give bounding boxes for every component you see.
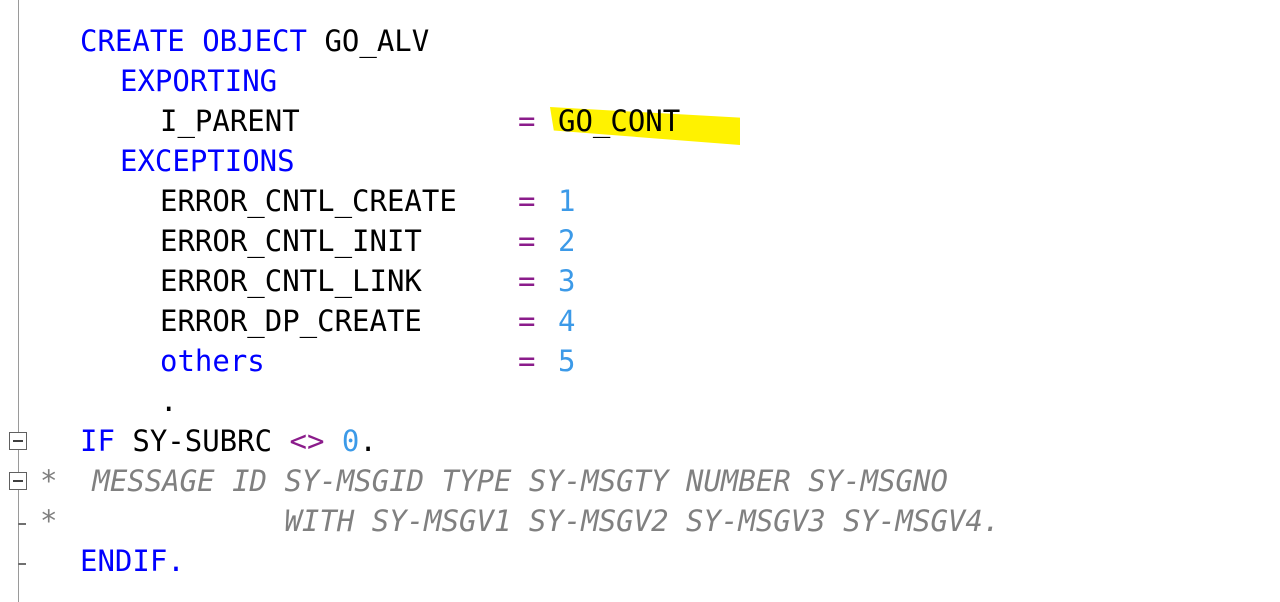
highlighted-token: GO_CONT: [558, 104, 681, 138]
assignment-operator: =: [518, 184, 536, 218]
code-line[interactable]: ERROR_CNTL_LINK: [160, 261, 422, 301]
code-line[interactable]: EXCEPTIONS: [120, 141, 295, 181]
code-token: ERROR_DP_CREATE: [160, 304, 422, 338]
code-line[interactable]: ERROR_DP_CREATE: [160, 301, 422, 341]
assignment-value: 2: [558, 224, 576, 258]
assignment-operator: =: [518, 304, 536, 338]
code-token: ENDIF.: [80, 544, 185, 578]
assignment-operator: =: [518, 344, 536, 378]
code-line[interactable]: CREATE OBJECT GO_ALV: [80, 21, 429, 61]
fold-gutter-line: [18, 0, 19, 602]
code-token: ERROR_CNTL_CREATE: [160, 184, 457, 218]
code-token: *: [40, 504, 58, 538]
code-token: .: [160, 384, 178, 418]
assignment-operator: =: [518, 104, 536, 138]
code-line[interactable]: .: [160, 381, 177, 421]
assignment-operator: =: [518, 224, 536, 258]
code-line[interactable]: IF SY-SUBRC <> 0.: [80, 421, 377, 461]
code-line[interactable]: I_PARENT: [160, 101, 300, 141]
assignment-value: 1: [558, 184, 576, 218]
code-token: others: [160, 344, 265, 378]
fold-end-tick: [18, 563, 26, 565]
code-token: .: [359, 424, 377, 458]
code-token: EXPORTING: [120, 64, 278, 98]
code-line[interactable]: ERROR_CNTL_CREATE: [160, 181, 457, 221]
highlighted-value: GO_CONT: [550, 101, 740, 145]
code-token: *: [40, 464, 58, 498]
assignment-value: 3: [558, 264, 576, 298]
code-line[interactable]: ERROR_CNTL_INIT: [160, 221, 422, 261]
fold-end-tick: [18, 523, 26, 525]
code-token: I_PARENT: [160, 104, 300, 138]
code-token: IF: [80, 424, 115, 458]
code-line[interactable]: others: [160, 341, 265, 381]
assignment-value: 5: [558, 344, 576, 378]
code-token: EXCEPTIONS: [120, 144, 295, 178]
code-line[interactable]: EXPORTING: [120, 61, 277, 101]
code-token: ERROR_CNTL_LINK: [160, 264, 422, 298]
fold-collapse-icon[interactable]: [9, 472, 27, 490]
code-token: GO_ALV: [306, 24, 430, 58]
code-line[interactable]: ENDIF.: [80, 541, 185, 581]
code-line[interactable]: * MESSAGE ID SY-MSGID TYPE SY-MSGTY NUMB…: [40, 461, 948, 501]
fold-collapse-icon[interactable]: [9, 432, 27, 450]
code-line[interactable]: * WITH SY-MSGV1 SY-MSGV2 SY-MSGV3 SY-MSG…: [40, 501, 1000, 541]
code-token: CREATE OBJECT: [80, 24, 307, 58]
assignment-operator: =: [518, 264, 536, 298]
code-token: SY-SUBRC: [114, 424, 290, 458]
code-token: <>: [289, 424, 325, 458]
code-token: MESSAGE ID SY-MSGID TYPE SY-MSGTY NUMBER…: [57, 464, 948, 498]
code-token: WITH SY-MSGV1 SY-MSGV2 SY-MSGV3 SY-MSGV4…: [57, 504, 1001, 538]
code-token: 0: [341, 424, 360, 458]
assignment-value: 4: [558, 304, 576, 338]
highlight-marker: GO_CONT: [550, 101, 740, 145]
code-token: [324, 424, 341, 458]
code-token: ERROR_CNTL_INIT: [160, 224, 422, 258]
